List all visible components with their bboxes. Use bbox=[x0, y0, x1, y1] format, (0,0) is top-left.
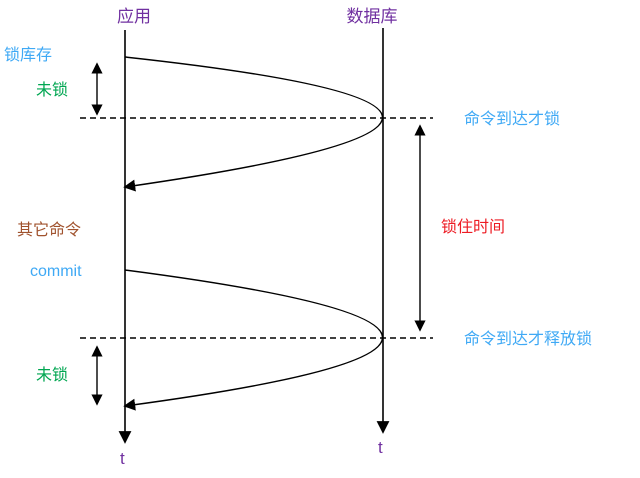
time-axis-right-label: t bbox=[378, 438, 383, 457]
commit-command-roundtrip-curve bbox=[123, 269, 384, 411]
lock-on-arrival-label: 命令到达才锁 bbox=[464, 110, 560, 128]
lock-command-roundtrip-curve bbox=[123, 56, 384, 192]
lock-duration-label: 锁住时间 bbox=[441, 218, 505, 236]
time-axis-left-label: t bbox=[120, 449, 125, 468]
lock-stock-label: 锁库存 bbox=[4, 46, 52, 64]
unlocked-bottom-label: 未锁 bbox=[36, 366, 68, 384]
other-commands-label: 其它命令 bbox=[17, 221, 81, 239]
unlocked-top-label: 未锁 bbox=[36, 81, 68, 99]
db-column-title: 数据库 bbox=[347, 7, 398, 26]
commit-label: commit bbox=[30, 263, 82, 280]
release-on-arrival-label: 命令到达才释放锁 bbox=[464, 330, 592, 348]
app-column-title: 应用 bbox=[117, 7, 151, 26]
